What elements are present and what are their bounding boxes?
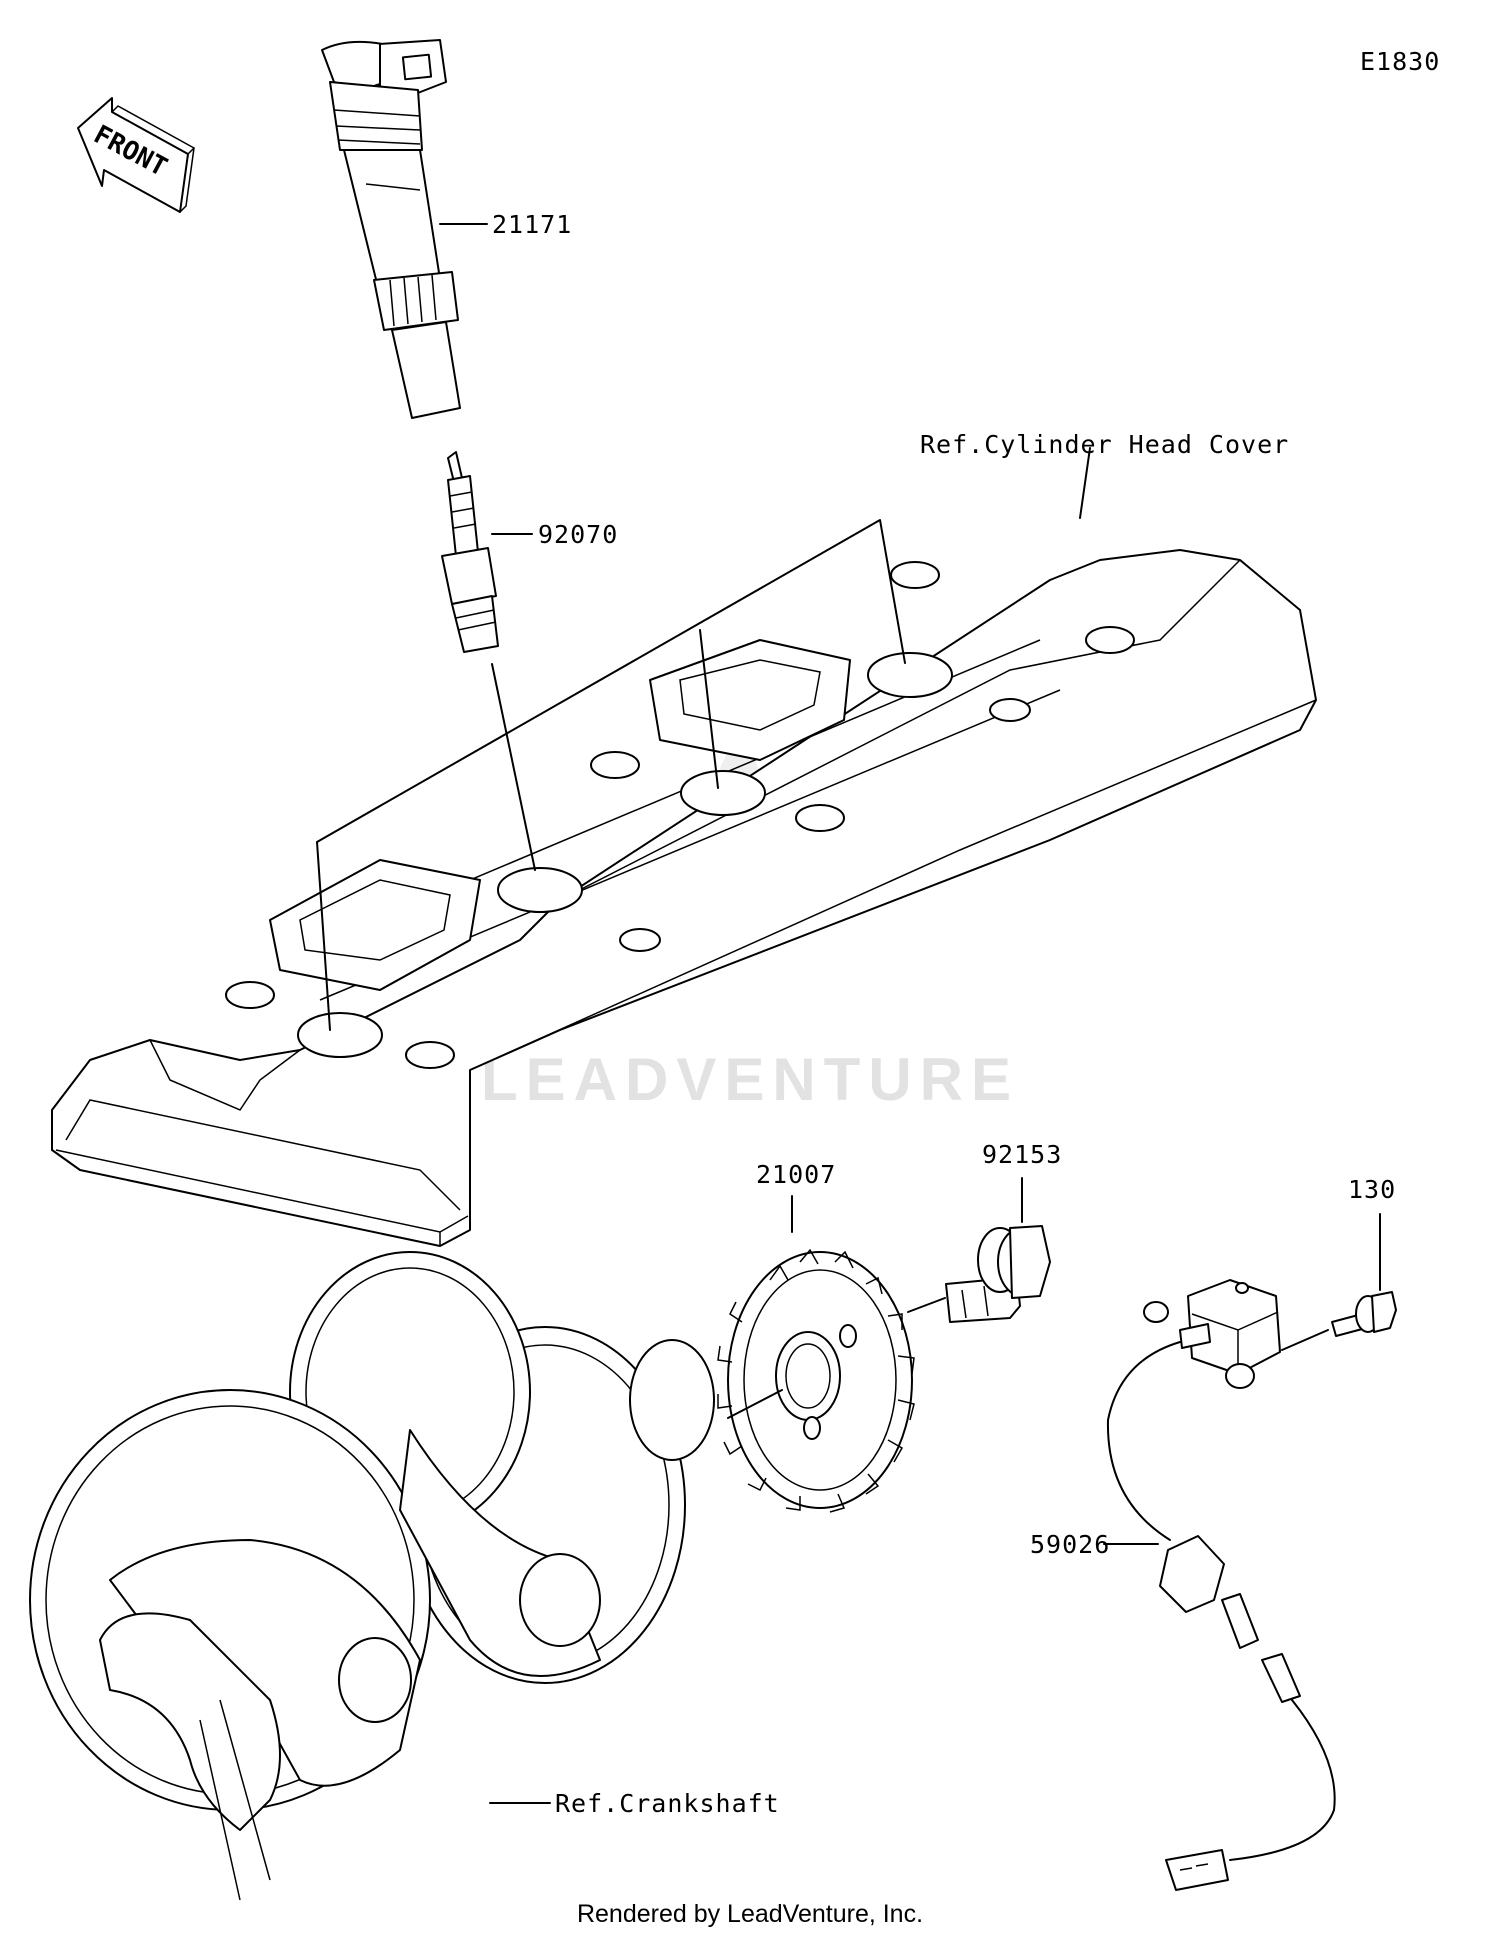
leader-cylinder-head-cover (1079, 447, 1091, 519)
crankshaft-icon (29, 1251, 783, 1901)
rotor-icon (717, 1248, 915, 1513)
part-label-small-bolt: 130 (1348, 1175, 1396, 1204)
ref-label-crankshaft: Ref.Crankshaft (555, 1789, 780, 1818)
watermark-text: LEADVENTURE (481, 1046, 1019, 1113)
part-label-pickup-coil: 59026 (1030, 1530, 1110, 1559)
leader-lines (316, 519, 906, 1031)
part-label-ignition-coil: 21171 (492, 210, 572, 239)
cylinder-head-cover-icon (51, 549, 1317, 1247)
ref-label-cylinder-head-cover: Ref.Cylinder Head Cover (920, 430, 1289, 459)
small-bolt-icon (1281, 1213, 1397, 1351)
footer-credit: Rendered by LeadVenture, Inc. (576, 1900, 924, 1928)
part-label-rotor: 21007 (756, 1160, 836, 1189)
part-label-flanged-bolt: 92153 (982, 1140, 1062, 1169)
part-label-spark-plug: 92070 (538, 520, 618, 549)
ignition-coil-icon (321, 39, 488, 419)
flanged-bolt-icon (907, 1177, 1051, 1323)
pickup-coil-icon (1103, 1279, 1336, 1891)
diagram-code: E1830 (1360, 47, 1440, 76)
spark-plug-icon (441, 451, 533, 653)
front-arrow-icon: FRONT (77, 97, 196, 213)
